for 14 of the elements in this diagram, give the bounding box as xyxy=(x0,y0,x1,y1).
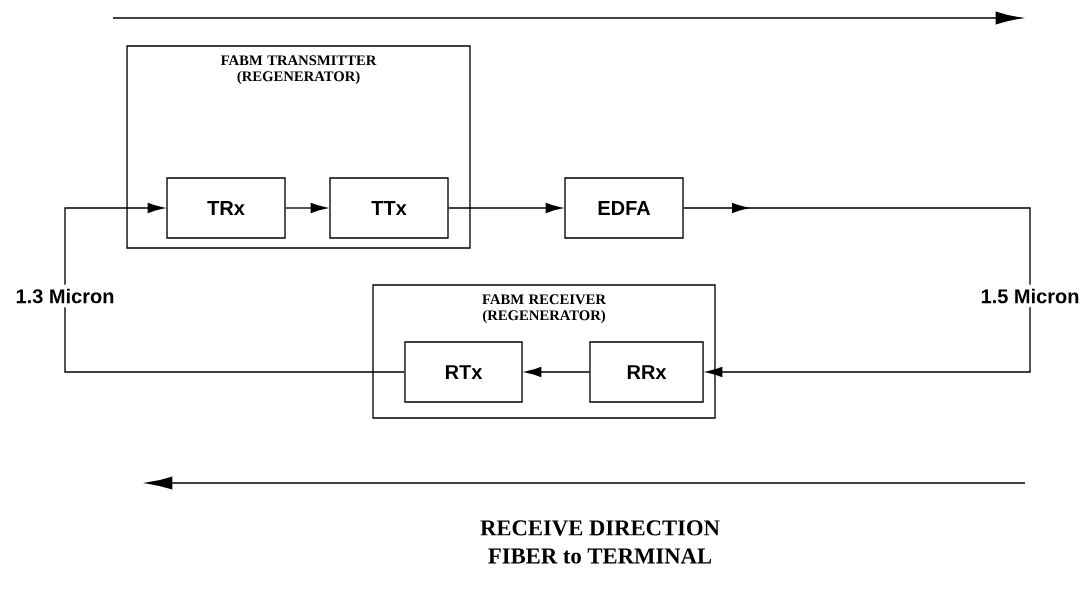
caption-text: RECEIVE DIRECTION xyxy=(480,520,720,536)
arrow xyxy=(64,203,405,373)
edge-label: 1.3 Micron xyxy=(11,284,119,308)
arrow xyxy=(683,203,1031,377)
process-box: EDFA xyxy=(564,177,684,239)
arrow xyxy=(448,203,562,213)
process-box: RTx xyxy=(404,341,523,403)
process-box: TTx xyxy=(329,177,449,239)
process-box: RRx xyxy=(589,341,704,403)
process-box: TRx xyxy=(166,177,286,239)
arrow xyxy=(525,367,590,377)
edge-label: 1.5 Micron xyxy=(976,284,1084,308)
arrow xyxy=(285,203,327,213)
caption-text: FIBER to TERMINAL xyxy=(488,548,712,564)
